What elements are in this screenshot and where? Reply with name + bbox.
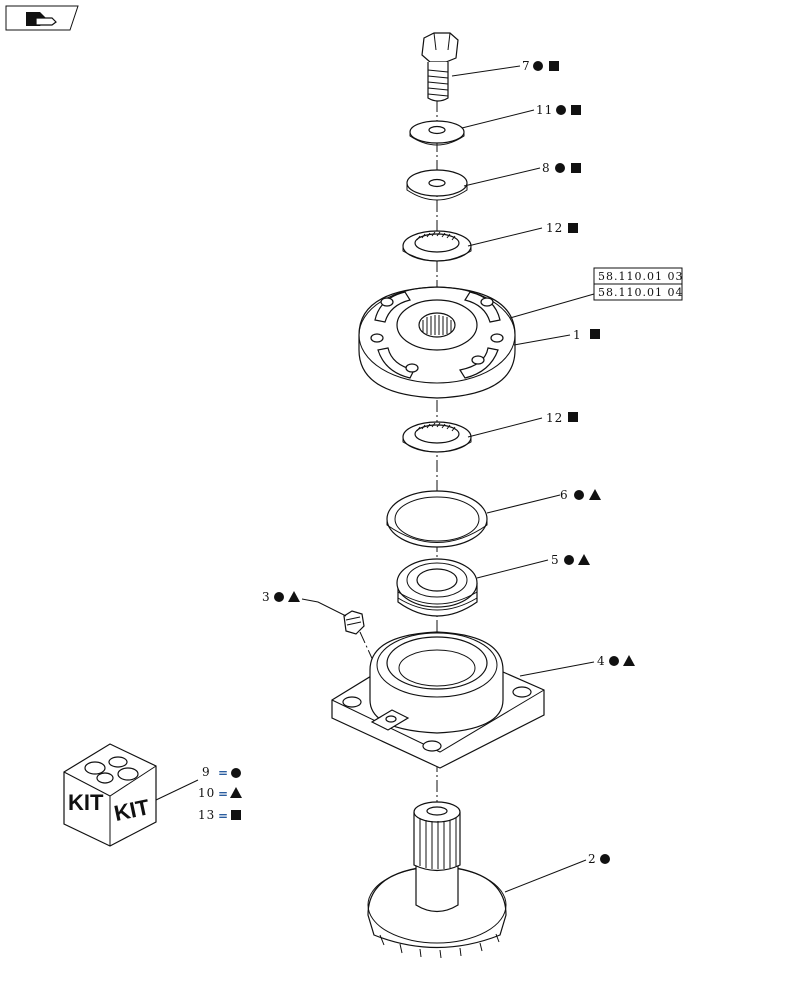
reference-link-2[interactable]: 58.110.01 04 <box>598 286 683 299</box>
callout-number: 6 <box>560 488 569 502</box>
callout-number: 11 <box>536 103 553 117</box>
part-11-washer <box>409 120 465 146</box>
kit-legend: 9 = 10 = 13 = <box>198 765 242 823</box>
callout-number: 5 <box>551 553 560 567</box>
callout-number: 4 <box>597 654 606 668</box>
callout-12-lower: 12 <box>546 411 578 425</box>
square-marker <box>571 105 581 115</box>
callout-number: 12 <box>546 221 563 235</box>
callout-1: 1 <box>573 328 600 342</box>
equals-sign: = <box>218 787 229 801</box>
callout-3: 3 <box>262 590 300 604</box>
part-12-thrust-bearing-upper <box>402 230 472 262</box>
kit-legend-number: 13 <box>198 808 215 822</box>
part-1-flange-housing <box>358 286 516 399</box>
part-7-bolt <box>421 32 459 102</box>
triangle-marker <box>288 591 300 602</box>
reference-link-1[interactable]: 58.110.01 03 <box>598 270 683 283</box>
circle-marker <box>274 592 284 602</box>
callout-number: 12 <box>546 411 563 425</box>
circle-marker <box>533 61 543 71</box>
part-6-seal-ring <box>386 490 488 548</box>
callout-number: 8 <box>542 161 551 175</box>
triangle-marker <box>623 655 635 666</box>
callout-number: 1 <box>573 328 582 342</box>
square-marker <box>590 329 600 339</box>
navigation-icon[interactable] <box>5 5 79 31</box>
square-marker <box>568 223 578 233</box>
callout-number: 3 <box>262 590 271 604</box>
kit-leader-line <box>155 779 199 801</box>
part-12-thrust-bearing-lower <box>402 421 472 453</box>
square-marker <box>231 810 241 820</box>
callout-7: 7 <box>522 59 559 73</box>
circle-marker <box>600 854 610 864</box>
part-4-bearing-housing <box>331 631 545 769</box>
square-marker <box>549 61 559 71</box>
part-2-splined-shaft <box>367 801 507 959</box>
square-marker <box>568 412 578 422</box>
triangle-marker <box>589 489 601 500</box>
triangle-marker <box>230 787 242 798</box>
callout-8: 8 <box>542 161 581 175</box>
callout-5: 5 <box>551 553 590 567</box>
square-marker <box>571 163 581 173</box>
kit-label-left: KIT <box>68 790 104 815</box>
circle-marker <box>556 105 566 115</box>
reference-box[interactable]: 58.110.01 03 58.110.01 04 <box>593 267 683 301</box>
circle-marker <box>555 163 565 173</box>
kit-box-illustration: KIT KIT <box>63 743 157 847</box>
circle-marker <box>574 490 584 500</box>
triangle-marker <box>578 554 590 565</box>
callout-12-upper: 12 <box>546 221 578 235</box>
callout-4: 4 <box>597 654 635 668</box>
circle-marker <box>564 555 574 565</box>
equals-sign: = <box>218 766 229 780</box>
part-3-grease-fitting <box>343 610 365 635</box>
kit-legend-number: 10 <box>198 786 215 800</box>
callout-11: 11 <box>536 103 581 117</box>
kit-legend-number: 9 <box>202 765 211 779</box>
part-5-ball-bearing <box>396 558 478 617</box>
circle-marker <box>231 768 241 778</box>
circle-marker <box>609 656 619 666</box>
callout-number: 7 <box>522 59 531 73</box>
leader-lines <box>301 65 595 893</box>
part-8-washer <box>406 169 468 201</box>
equals-sign: = <box>218 809 229 823</box>
callout-2: 2 <box>588 852 610 866</box>
callout-number: 2 <box>588 852 597 866</box>
callout-6: 6 <box>560 488 601 502</box>
